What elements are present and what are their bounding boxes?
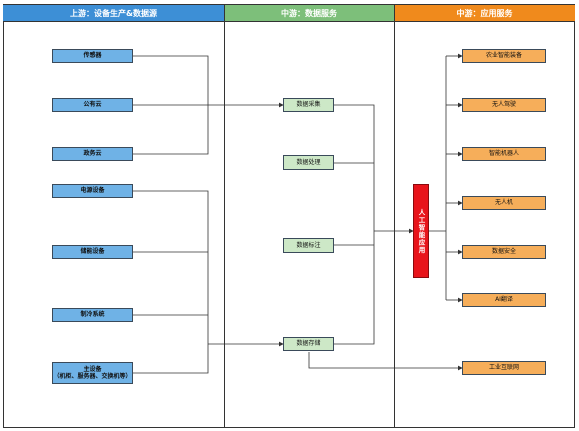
data-annotation-box: 数据标注	[283, 238, 334, 253]
header-midstream-app: 中游：应用服务	[394, 5, 575, 22]
column-divider-1	[224, 5, 225, 427]
header-midstream-data: 中游：数据服务	[224, 5, 394, 22]
main-equipment-label: 主设备	[83, 365, 102, 373]
autonomous-driving-label: 无人驾驶	[491, 101, 516, 109]
ai-application-label: 人工智能应用	[417, 208, 425, 254]
data-storage-label: 数据存储	[296, 340, 321, 348]
cooling-system-label: 制冷系统	[80, 311, 105, 319]
column-divider-2	[394, 5, 395, 427]
agri-robot-box: 农业智能装备	[462, 49, 546, 63]
data-storage-box: 数据存储	[283, 337, 334, 351]
power-equipment-label: 电源设备	[80, 187, 105, 195]
header-upstream: 上游：设备生产&数据源	[3, 5, 224, 22]
gov-cloud-box: 政务云	[52, 147, 133, 161]
public-cloud-box: 公有云	[52, 98, 133, 112]
agri-robot-label: 农业智能装备	[485, 52, 522, 60]
diagram-frame	[3, 4, 575, 428]
autonomous-driving-box: 无人驾驶	[462, 98, 546, 112]
data-processing-label: 数据处理	[296, 158, 321, 166]
sensor-box: 传感器	[52, 49, 133, 63]
data-collection-box: 数据采集	[283, 98, 334, 112]
industrial-internet-label: 工业互联网	[488, 364, 519, 372]
industrial-internet-box: 工业互联网	[462, 361, 546, 375]
drone-box: 无人机	[462, 196, 546, 210]
sensor-label: 传感器	[83, 52, 102, 60]
data-annotation-label: 数据标注	[296, 241, 321, 249]
data-security-label: 数据安全	[491, 248, 516, 256]
data-collection-label: 数据采集	[296, 101, 321, 109]
public-cloud-label: 公有云	[83, 101, 102, 109]
smart-robot-label: 智能机器人	[488, 150, 519, 158]
ai-translation-box: AI翻译	[462, 293, 546, 307]
power-equipment-box: 电源设备	[52, 184, 133, 198]
main-equipment-box: 主设备 （机柜、服务器、交换机等）	[52, 362, 133, 384]
main-equipment-sublabel: （机柜、服务器、交换机等）	[53, 373, 132, 380]
storage-equipment-label: 储能设备	[80, 248, 105, 256]
storage-equipment-box: 储能设备	[52, 245, 133, 259]
smart-robot-box: 智能机器人	[462, 147, 546, 161]
ai-application-box: 人工智能应用	[413, 184, 429, 278]
gov-cloud-label: 政务云	[83, 150, 102, 158]
ai-translation-label: AI翻译	[495, 296, 513, 304]
cooling-system-box: 制冷系统	[52, 308, 133, 322]
data-processing-box: 数据处理	[283, 155, 334, 170]
drone-label: 无人机	[494, 199, 513, 207]
data-security-box: 数据安全	[462, 245, 546, 259]
